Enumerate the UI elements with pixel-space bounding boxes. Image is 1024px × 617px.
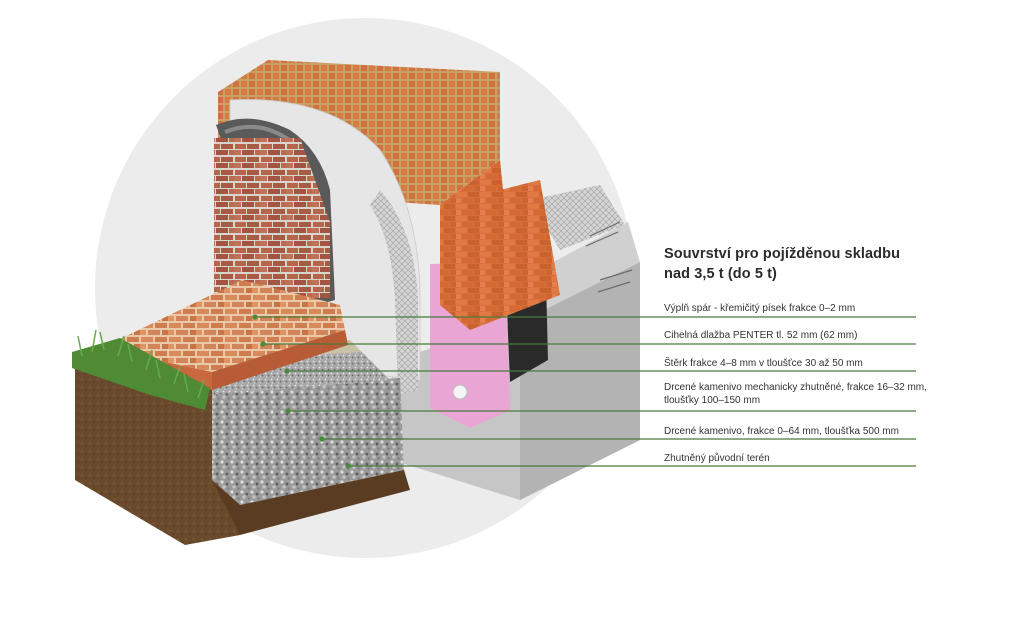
layer-label-brick-paving: Cihelná dlažba PENTER tl. 52 mm (62 mm) (664, 330, 858, 341)
layer-label-compacted-soil: Zhutněný původní terén (664, 453, 770, 464)
concrete-slab (530, 185, 625, 250)
grass-icon (72, 329, 210, 410)
layer-label-aggregate-16-32: Drcené kamenivo mechanicky zhutněné, fra… (664, 381, 927, 407)
layer-label-aggregate-0-64: Drcené kamenivo, frakce 0–64 mm, tloušťk… (664, 426, 899, 437)
layer-label-aggregate-16-32-line-1: Drcené kamenivo mechanicky zhutněné, fra… (664, 382, 927, 393)
leader-lines (255, 316, 916, 467)
facing-brick-wall (214, 138, 330, 298)
title-line-1: Souvrství pro pojížděnou skladbu (664, 246, 901, 262)
title-line-2: nad 3,5 t (do 5 t) (664, 266, 777, 282)
layer-label-joint-fill: Výplň spár - křemičitý písek frakce 0–2 … (664, 303, 856, 314)
diagram-title: Souvrství pro pojížděnou skladbu nad 3,5… (664, 244, 924, 284)
leader-dots (252, 314, 351, 469)
brick-masonry-step (440, 180, 560, 330)
layer-label-aggregate-16-32-line-2: tloušťky 100–150 mm (664, 395, 761, 406)
insulation-anchor (452, 384, 468, 400)
layer-label-gravel-4-8: Štěrk frakce 4–8 mm v tloušťce 30 až 50 … (664, 358, 863, 369)
aggregate-layer (212, 378, 404, 505)
brick-paving (118, 280, 345, 372)
rebar-ends (585, 221, 633, 293)
